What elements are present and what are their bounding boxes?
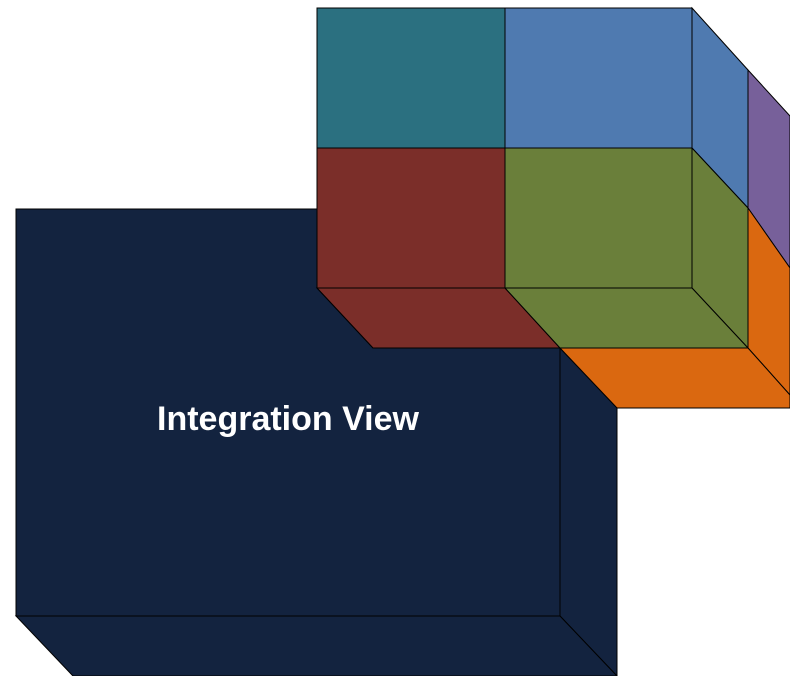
cube-front-red <box>316 147 506 289</box>
integration-block-bottom-face <box>14 615 618 676</box>
cube-front-green <box>504 147 693 289</box>
cube-front-teal <box>316 7 506 149</box>
integration-view-block <box>14 208 618 676</box>
integration-view-label: Integration View <box>157 400 420 438</box>
cube-front-blue <box>504 7 693 149</box>
multicolor-cube <box>315 6 790 409</box>
